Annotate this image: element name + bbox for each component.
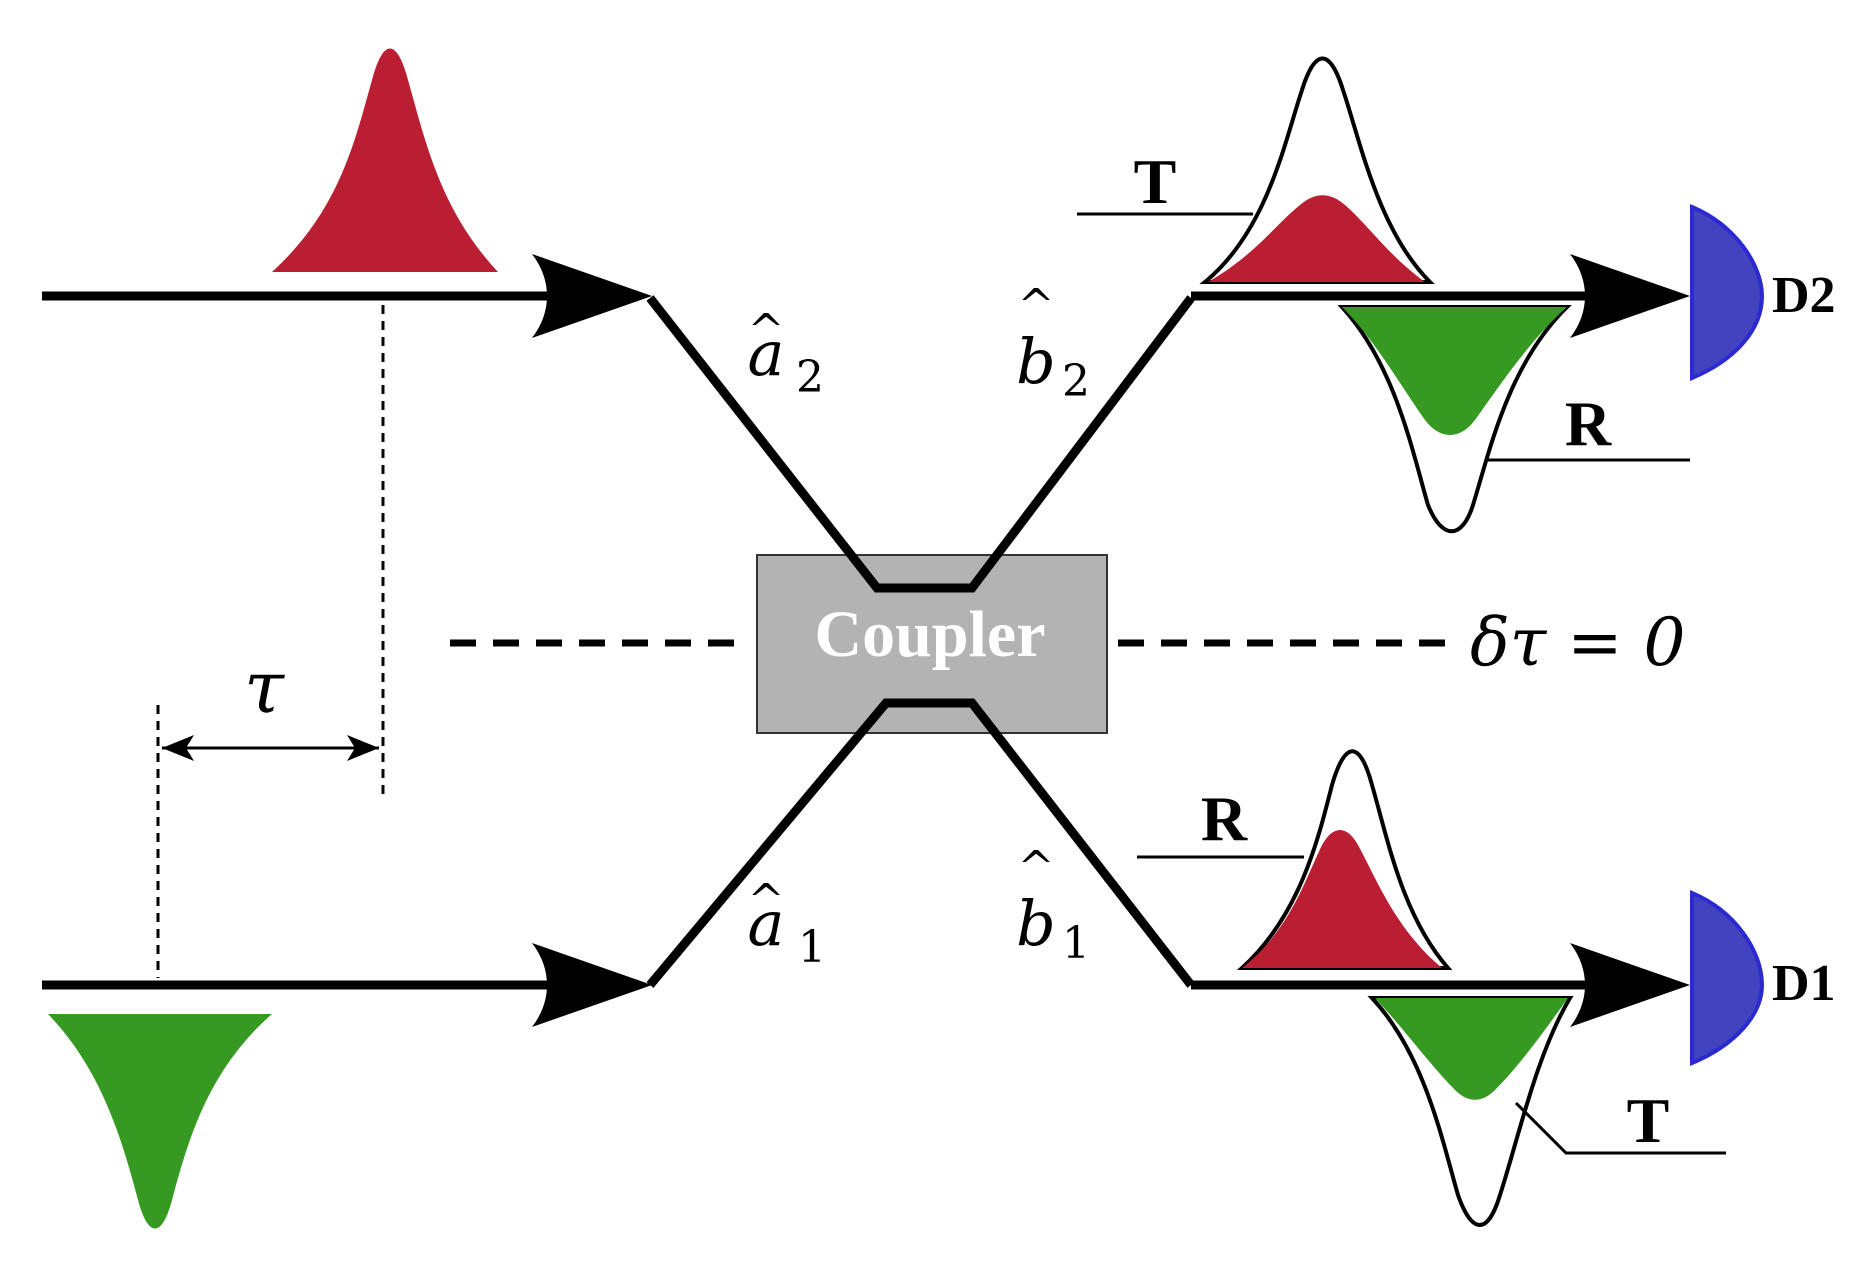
mode-label-a1: ^ a 1 xyxy=(748,875,826,973)
input-pulse-green xyxy=(48,1014,272,1229)
svg-text:b: b xyxy=(1016,325,1056,398)
mode-label-b2: ^ b 2 xyxy=(1016,280,1090,407)
svg-text:1: 1 xyxy=(1062,918,1090,969)
output-fiber-bottom xyxy=(1191,943,1690,1027)
svg-text:^: ^ xyxy=(1018,280,1055,331)
output-fiber-top xyxy=(1191,254,1690,338)
waveguide-lower xyxy=(646,698,1195,988)
output-pulse-green-top xyxy=(1342,307,1567,435)
output-label-top-lower: R xyxy=(1565,388,1612,459)
delay-arrow-head-left xyxy=(162,735,194,761)
output-pulse-red-bottom xyxy=(1242,830,1442,968)
coupler-label: Coupler xyxy=(815,598,1046,671)
svg-text:a: a xyxy=(748,317,785,390)
output-label-top-upper: T xyxy=(1134,146,1177,217)
waveguide-upper xyxy=(646,295,1195,593)
svg-text:a: a xyxy=(748,887,785,960)
input-fiber-top xyxy=(42,254,652,338)
zero-delay-condition: δτ = 0 xyxy=(1470,604,1686,681)
svg-text:b: b xyxy=(1016,887,1056,960)
svg-text:^: ^ xyxy=(748,305,785,356)
svg-text:^: ^ xyxy=(748,875,785,926)
detector-top-icon xyxy=(1690,203,1765,382)
detector-top-label: D2 xyxy=(1772,267,1836,324)
input-pulse-red xyxy=(272,48,498,272)
leader-bottom-lower xyxy=(1514,1101,1726,1155)
output-pulse-green-bottom xyxy=(1375,998,1568,1100)
mode-label-b1: ^ b 1 xyxy=(1016,842,1090,969)
input-fiber-bottom xyxy=(42,943,652,1027)
delay-tau-label: τ xyxy=(244,645,285,729)
detector-bottom-label: D1 xyxy=(1772,955,1836,1012)
svg-text:2: 2 xyxy=(796,352,824,403)
output-envelope-top-upper xyxy=(1199,56,1435,284)
output-label-bottom-upper: R xyxy=(1201,783,1248,854)
detector-bottom-icon xyxy=(1690,889,1765,1067)
output-pulse-red-top xyxy=(1208,195,1425,282)
output-label-bottom-lower: T xyxy=(1627,1085,1670,1156)
mode-label-a2: ^ a 2 xyxy=(748,305,824,403)
delay-arrow-head-right xyxy=(347,735,379,761)
svg-text:^: ^ xyxy=(1018,842,1055,893)
svg-text:1: 1 xyxy=(798,922,826,973)
svg-text:2: 2 xyxy=(1062,356,1090,407)
